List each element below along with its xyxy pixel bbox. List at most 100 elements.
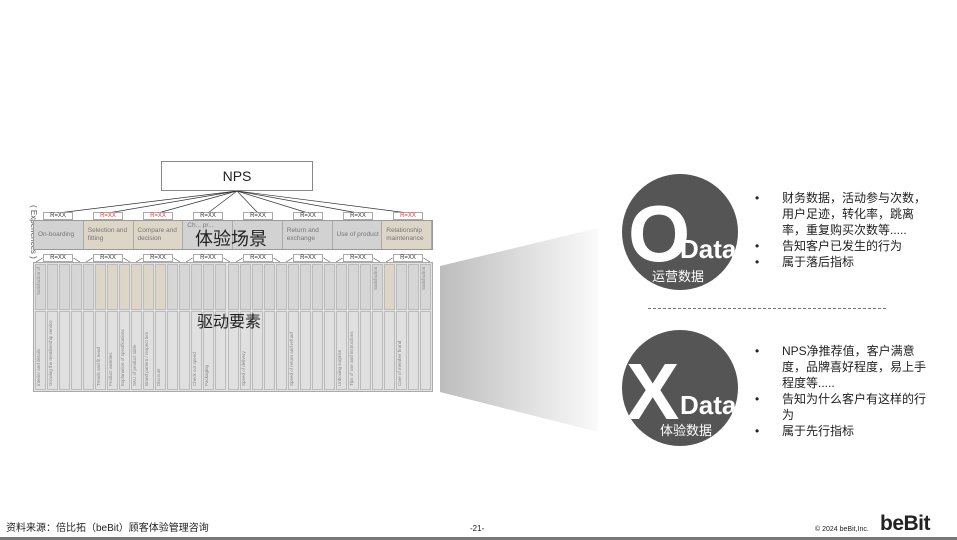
- scene-title: 体验场景: [195, 229, 267, 249]
- driver-bottom-cell: Explanation of specifications: [119, 311, 131, 390]
- driver-bottom-cell: [420, 311, 432, 390]
- driver-column: Tips of use and instructions: [347, 264, 359, 390]
- driver-column: Speed of return and refund: [287, 264, 299, 390]
- driver-top-cell: [335, 264, 347, 310]
- driver-column: [323, 264, 335, 390]
- connector-line: [385, 257, 393, 263]
- r-tag-scene: R=XX: [393, 212, 423, 220]
- driver-top-cell: [131, 264, 143, 310]
- driver-top-cell: [359, 264, 371, 310]
- connector-line: [185, 257, 193, 263]
- driver-bottom-cell: [167, 311, 179, 390]
- r-tag-driver: R=XX: [243, 254, 273, 262]
- driver-bottom-cell: [275, 311, 287, 390]
- r-tag-scene: R=XX: [93, 212, 123, 220]
- odata-letter: O: [628, 189, 691, 278]
- driver-column: [179, 264, 191, 390]
- driver-top-cell: [47, 264, 59, 310]
- driver-bottom-cell: [371, 311, 383, 390]
- connector-line: [236, 190, 409, 214]
- driver-column: Trends and fit trend: [95, 264, 107, 390]
- driver-bottom-cell: Interior and details: [35, 311, 47, 390]
- r-tag-scene: R=XX: [193, 212, 223, 220]
- scene-box: Relationship maintenance: [382, 221, 432, 249]
- driver-top-cell: [155, 264, 167, 310]
- driver-bottom-cell: [83, 311, 95, 390]
- connector-line: [236, 190, 259, 214]
- driver-top-cell: [311, 264, 323, 310]
- copyright: © 2024 beBit,Inc.: [815, 526, 869, 533]
- driver-column: [311, 264, 323, 390]
- odata-circle: O Data 运营数据: [622, 174, 738, 290]
- driver-column: [275, 264, 287, 390]
- driver-column: [299, 264, 311, 390]
- r-tag-scene: R=XX: [343, 212, 373, 220]
- driver-top-cell: [119, 264, 131, 310]
- r-tag-driver: R=XX: [393, 254, 423, 262]
- connector-line: [236, 190, 309, 214]
- r-tag-scene: R=XX: [43, 212, 73, 220]
- r-tag-scene: R=XX: [243, 212, 273, 220]
- driver-column: Satisfaction: [420, 264, 432, 390]
- driver-top-cell: [227, 264, 239, 310]
- driver-bottom-cell: SKU of product table: [131, 311, 143, 390]
- scene-box: On-boarding: [34, 221, 84, 249]
- driver-column: [71, 264, 83, 390]
- driver-column: Discount: [155, 264, 167, 390]
- connector-line: [85, 257, 93, 263]
- driver-top-cell: [71, 264, 83, 310]
- r-tag-driver: R=XX: [93, 254, 123, 262]
- driver-bottom-cell: [179, 311, 191, 390]
- connector-line: [57, 190, 238, 214]
- source-note: 资料来源：倍比拓（beBit）顾客体验管理咨询: [6, 523, 209, 534]
- driver-top-cell: [251, 264, 263, 310]
- driver-title: 驱动要素: [197, 314, 262, 331]
- driver-column: Care of member brand: [395, 264, 407, 390]
- odata-bullets: 财务数据，活动参与次数，用户足迹，转化率，跳离率，重复购买次数等..... 告知…: [755, 190, 935, 270]
- driver-bottom-cell: [383, 311, 395, 390]
- connector-line: [35, 257, 43, 263]
- bullet: 属于先行指标: [755, 423, 935, 439]
- scene-box: Compare and decision: [133, 221, 184, 249]
- connector-line: [273, 257, 281, 263]
- r-tag-driver: R=XX: [293, 254, 323, 262]
- scene-box: Use of product: [332, 221, 383, 249]
- odata-subtitle: 运营数据: [652, 269, 705, 284]
- driver-top-cell: [95, 264, 107, 310]
- driver-bottom-cell: [311, 311, 323, 390]
- bullet: 属于落后指标: [755, 254, 935, 270]
- bullet: 财务数据，活动参与次数，用户足迹，转化率，跳离率，重复购买次数等.....: [755, 190, 935, 238]
- driver-top-cell: Satisfaction: [420, 264, 432, 310]
- driver-column: Product varieties: [107, 264, 119, 390]
- connector-line: [423, 257, 431, 263]
- connector-line: [135, 257, 143, 263]
- bullet: 告知客户已发生的行为: [755, 238, 935, 254]
- r-tag-driver: R=XX: [143, 254, 173, 262]
- driver-bottom-cell: Trends and fit trend: [95, 311, 107, 390]
- scene-box: Ch... pr...: [183, 221, 233, 249]
- driver-bottom-cell: [59, 311, 71, 390]
- driver-top-cell: [263, 264, 275, 310]
- driver-top-cell: [347, 264, 359, 310]
- driver-top-cell: [191, 264, 203, 310]
- driver-top-cell: [107, 264, 119, 310]
- driver-bottom-cell: Tips of use and instructions: [347, 311, 359, 390]
- scene-box: Selection and fitting: [83, 221, 134, 249]
- driver-column: [167, 264, 179, 390]
- bullet: 告知为什么客户有这样的行为: [755, 391, 935, 423]
- driver-top-cell: [203, 264, 215, 310]
- driver-top-cell: [143, 264, 155, 310]
- driver-top-cell: [275, 264, 287, 310]
- r-tag-driver: R=XX: [43, 254, 73, 262]
- driver-top-cell: [83, 264, 95, 310]
- driver-column: [407, 264, 419, 390]
- xdata-circle: X Data 体验数据: [622, 330, 738, 446]
- driver-column: [263, 264, 275, 390]
- xdata-bullets: NPS净推荐值，客户满意度，品牌喜好程度，易上手程度等..... 告知为什么客户…: [755, 343, 935, 439]
- driver-top-cell: [179, 264, 191, 310]
- driver-bottom-cell: Care of member brand: [395, 311, 407, 390]
